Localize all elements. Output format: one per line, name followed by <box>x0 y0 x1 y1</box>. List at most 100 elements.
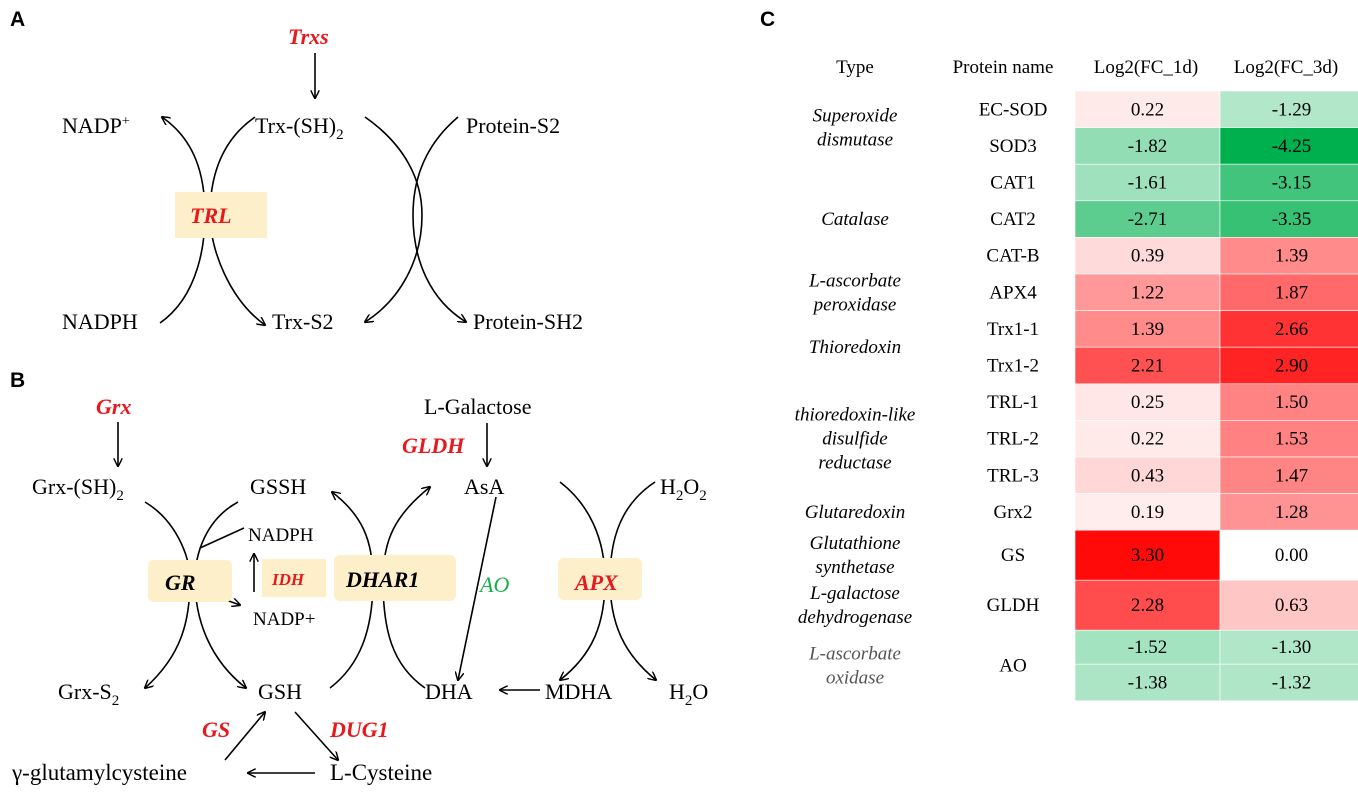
gr-box <box>148 560 232 602</box>
header-log2-fc-3d: Log2(FC_3d) <box>1234 57 1339 78</box>
value-label-fc-1d: 0.25 <box>1131 392 1164 413</box>
protein-name-cell: Grx2 <box>993 502 1032 523</box>
value-label-fc-1d: -1.82 <box>1128 136 1168 157</box>
table-row: TRL-1 0.25 1.50 <box>987 383 1358 421</box>
value-label-fc-1d: 1.22 <box>1131 282 1164 303</box>
dha-label: DHA <box>425 679 473 704</box>
heat-cell-fc-3d <box>1219 493 1358 531</box>
panel-letter-b: B <box>10 369 25 392</box>
protein-name-cell: Trx1-1 <box>987 319 1039 340</box>
value-label-fc-3d: 1.50 <box>1275 392 1308 413</box>
type-label: oxidase <box>826 668 884 689</box>
value-label-fc-3d: 2.66 <box>1275 319 1308 340</box>
value-label-fc-3d: -1.29 <box>1272 99 1312 120</box>
arc-protein-s2-to-protein-sh2 <box>412 116 466 322</box>
idh-label: IDH <box>271 570 305 589</box>
value-label-fc-3d: 1.39 <box>1275 246 1308 267</box>
trx-s2-label: Trx-S2 <box>272 309 334 334</box>
value-label-fc-3d: 1.87 <box>1275 282 1308 303</box>
table-row: CAT2-2.71-3.35 <box>990 200 1358 238</box>
type-label: synthetase <box>815 557 894 578</box>
heatmap-table: Type Protein name Log2(FC_1d) Log2(FC_3d… <box>795 57 1358 702</box>
type-label: Superoxide <box>813 106 898 127</box>
panel-letter-c: C <box>760 8 775 31</box>
value-label-fc-1d: 1.39 <box>1131 319 1164 340</box>
heat-cell-fc-3d <box>1219 163 1358 202</box>
value-label-fc-1d: -1.38 <box>1128 673 1168 694</box>
heat-cell-fc-1d <box>1074 90 1221 128</box>
heat-cell-fc-1d <box>1074 237 1221 275</box>
table-row: CAT1-1.61-3.15 <box>990 163 1358 202</box>
value-label-fc-3d: -1.32 <box>1272 673 1312 694</box>
value-label-fc-1d: 3.30 <box>1131 545 1164 566</box>
arc-trx-sh2-to-trx-s2-right <box>365 116 423 322</box>
trl-box <box>175 192 267 238</box>
protein-name-cell: CAT2 <box>990 209 1035 230</box>
heat-cell-fc-1d <box>1074 529 1221 581</box>
heat-cell-fc-1d <box>1074 127 1221 165</box>
heat-cell-fc-1d <box>1074 629 1221 665</box>
heat-cell-fc-1d <box>1074 456 1221 494</box>
grx-label: Grx <box>96 394 131 419</box>
heat-cell-fc-3d <box>1219 346 1358 385</box>
table-row: TRL-2 0.22 1.53 <box>987 420 1358 458</box>
apx-box <box>558 558 642 600</box>
value-label-fc-3d: -3.15 <box>1272 173 1312 194</box>
apx-label: APX <box>573 570 619 595</box>
gamma-glutamylcysteine-label: γ-glutamylcysteine <box>11 760 187 785</box>
gsh-label: GSH <box>258 679 302 704</box>
heat-cell-fc-1d <box>1074 663 1221 702</box>
value-label-fc-3d: -3.35 <box>1272 209 1312 230</box>
value-label-fc-3d: 1.28 <box>1275 502 1308 523</box>
value-label-fc-3d: -1.30 <box>1272 637 1312 658</box>
protein-name-cell: TRL-1 <box>987 392 1039 413</box>
protein-name-cell: GLDH <box>987 595 1040 616</box>
type-label: peroxidase <box>812 294 897 315</box>
value-label-fc-3d: 2.90 <box>1275 356 1308 377</box>
value-label-fc-1d: -1.52 <box>1128 637 1168 658</box>
value-label-fc-1d: 0.19 <box>1131 502 1164 523</box>
gs-arrow <box>224 712 265 761</box>
heat-cell-fc-3d <box>1219 383 1358 421</box>
type-label: Catalase <box>821 209 889 230</box>
heat-cell-fc-3d <box>1219 420 1358 458</box>
type-label: L-galactose <box>809 583 900 604</box>
trl-label: TRL <box>190 203 232 228</box>
gs-label: GS <box>202 717 230 742</box>
table-row: Trx1-1 1.39 2.66 <box>987 310 1358 348</box>
dug1-arrow <box>294 711 338 760</box>
protein-name-cell: TRL-2 <box>987 429 1039 450</box>
protein-name-cell: Trx1-2 <box>987 356 1039 377</box>
type-label: dismutase <box>817 130 893 151</box>
trx-sh2-label: Trx-(SH)2 <box>255 113 344 143</box>
value-label-fc-1d: 0.22 <box>1131 429 1164 450</box>
heat-cell-fc-1d <box>1074 163 1221 202</box>
heat-cell-fc-1d <box>1074 310 1221 348</box>
value-label-fc-3d: 1.47 <box>1275 465 1308 486</box>
type-label: dehydrogenase <box>798 607 912 628</box>
value-label-fc-3d: 0.63 <box>1275 595 1308 616</box>
nadp-plus-label-b: NADP+ <box>253 609 315 630</box>
gr-nadph-line <box>199 527 245 549</box>
dhar1-box <box>334 555 456 601</box>
panel-letter-a: A <box>10 8 25 31</box>
heat-cell-fc-3d <box>1219 629 1358 665</box>
type-label: L-ascorbate <box>808 270 901 291</box>
value-label-fc-3d: 0.00 <box>1275 545 1308 566</box>
value-label-fc-3d: 1.53 <box>1275 429 1308 450</box>
type-label: thioredoxin-like <box>795 405 916 426</box>
table-row: -1.38 -1.32 <box>1074 663 1358 702</box>
gldh-label: GLDH <box>402 433 465 458</box>
protein-s2-label: Protein-S2 <box>466 113 560 138</box>
type-label: L-ascorbate <box>808 644 901 665</box>
value-label-fc-1d: 0.39 <box>1131 246 1164 267</box>
type-label: disulfide <box>822 429 887 450</box>
mdha-label: MDHA <box>545 679 612 704</box>
value-label-fc-1d: 2.28 <box>1131 595 1164 616</box>
ao-arrow <box>458 496 497 680</box>
header-type: Type <box>836 57 874 78</box>
type-label: reductase <box>818 453 891 474</box>
